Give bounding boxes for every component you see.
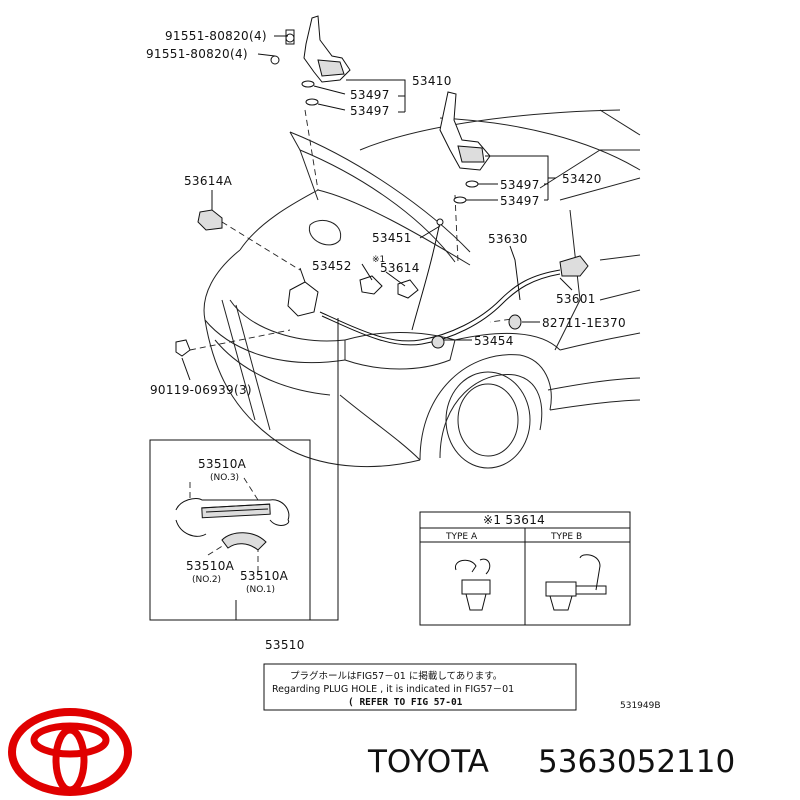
hinge-right-part [439, 91, 491, 204]
detail-label-top-no: (NO.3) [210, 473, 239, 483]
label-washer-l1: 53497 [350, 88, 390, 102]
lock-detail-box: 53510A (NO.3) 53510A (NO.2) 53510A (NO.1… [149, 439, 311, 621]
label-bolt-a: 91551-80820(4) [165, 29, 267, 43]
label-screw: 90119-06939(3) [150, 383, 252, 397]
clip-type-table: ※1 53614 TYPE A TYPE B [419, 511, 631, 626]
detail-label-right-no: (NO.1) [246, 585, 275, 595]
label-washer-r1: 53497 [500, 178, 540, 192]
leader-lines [181, 35, 573, 621]
label-lever: 53601 [556, 292, 596, 306]
label-hinge-right: 53420 [562, 172, 602, 186]
cable-part [319, 269, 561, 346]
brand-part-number: 5363052110 [538, 744, 735, 780]
lock-part [287, 218, 444, 331]
notice-japanese: プラグホールはFIG57－01 に掲載してあります。 [290, 670, 502, 682]
figure-code: 531949B [620, 701, 661, 711]
screw-part [175, 339, 191, 357]
detail-label-mid-no: (NO.2) [192, 575, 221, 585]
label-lock-assy: 53510 [265, 638, 305, 652]
label-washer-r2: 53497 [500, 194, 540, 208]
notice-english: Regarding PLUG HOLE , it is indicated in… [272, 684, 514, 695]
grommet-part [508, 314, 522, 330]
type-table-title: ※1 53614 [483, 513, 545, 527]
notice-box: プラグホールはFIG57－01 に掲載してあります。 Regarding PLU… [263, 663, 577, 711]
notice-reference: ( REFER TO FIG 57-01 [348, 697, 463, 708]
clip-left-part [197, 209, 223, 231]
detail-label-mid: 53510A [186, 559, 235, 573]
cushion-part [431, 335, 445, 349]
label-cushion: 53454 [474, 334, 514, 348]
label-bolt-b: 91551-80820(4) [146, 47, 248, 61]
holder-part [359, 275, 419, 299]
hinge-left-part [270, 15, 351, 106]
label-cable: 53630 [488, 232, 528, 246]
label-clip-note-mark: ※1 [372, 255, 385, 265]
lever-part [559, 255, 589, 277]
label-washer-l2: 53497 [350, 104, 390, 118]
car-outline [203, 109, 641, 469]
label-holder: 53452 [312, 259, 352, 273]
brand-name: TOYOTA [367, 744, 489, 780]
label-clip-center: 53614 [380, 261, 420, 275]
label-grommet: 82711-1E370 [542, 316, 626, 330]
part-labels: 91551-80820(4) 91551-80820(4) 53410 5349… [146, 29, 626, 652]
detail-label-right: 53510A [240, 569, 289, 583]
type-table-col-a: TYPE A [445, 532, 478, 542]
detail-label-top: 53510A [198, 457, 247, 471]
label-hinge-left: 53410 [412, 74, 452, 88]
label-clip-left: 53614A [184, 174, 233, 188]
type-table-col-b: TYPE B [550, 532, 582, 542]
toyota-logo [8, 708, 132, 796]
label-rod: 53451 [372, 231, 412, 245]
